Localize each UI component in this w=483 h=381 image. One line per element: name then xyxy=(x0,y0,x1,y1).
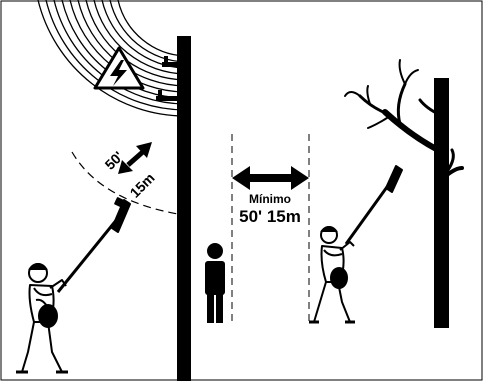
tree xyxy=(345,60,462,328)
minimo-label: Mínimo xyxy=(249,192,291,206)
worker-left xyxy=(16,198,130,372)
min-distance-label: 50' 15m xyxy=(239,207,301,226)
silhouette-person-icon xyxy=(205,243,225,323)
line-distance-m: 15m xyxy=(127,170,158,201)
worker-right xyxy=(309,166,402,322)
high-voltage-warning-icon xyxy=(95,48,143,88)
min-distance-arrow xyxy=(232,166,309,190)
utility-pole xyxy=(177,36,191,381)
